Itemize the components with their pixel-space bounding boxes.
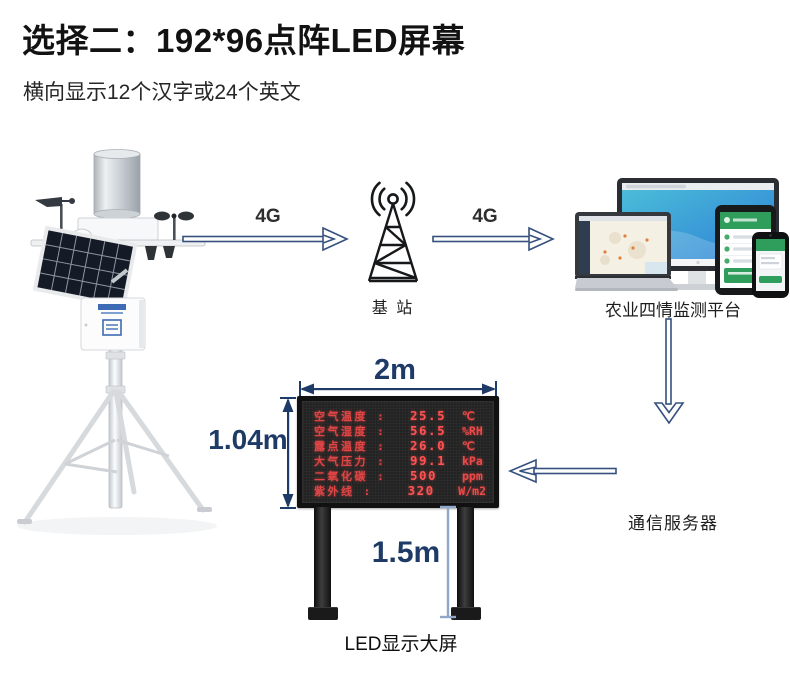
measure-line-icon	[440, 505, 456, 619]
arrow-4g-1-icon	[182, 226, 349, 252]
led-row-value: 26.0	[410, 438, 447, 453]
led-row: 大气压力 : 99.1 kPa	[314, 453, 486, 468]
platform-label: 农业四情监测平台	[605, 301, 741, 320]
led-row-value: 320	[407, 483, 435, 498]
led-row-unit: ppm	[462, 468, 483, 483]
led-row-label: 大气压力 :	[314, 454, 387, 468]
base-station-label: 基 站	[371, 300, 415, 317]
led-row: 空气温度 : 25.5 ℃	[314, 408, 486, 423]
led-row-unit: W/m2	[458, 483, 486, 498]
base-station-icon	[367, 181, 419, 283]
led-row-unit: ℃	[462, 408, 475, 423]
led-row-value: 99.1	[410, 453, 447, 468]
midlink-4g-label: 4G	[472, 206, 498, 227]
led-row-label: 空气温度 :	[314, 409, 387, 423]
dim-width-label: 2m	[374, 354, 416, 386]
led-row: 紫外线 : 320 W/m2	[314, 483, 486, 498]
weather-station-illustration	[17, 149, 217, 535]
led-row: 露点温度 : 26.0 ℃	[314, 438, 486, 453]
led-caption: LED显示大屏	[344, 634, 458, 655]
dim-pole-height-label: 1.5m	[371, 536, 441, 569]
dim-height-label: 1.04m	[208, 424, 288, 455]
led-pole-right	[457, 507, 474, 609]
server-label: 通信服务器	[628, 514, 718, 533]
led-row-unit: %RH	[462, 423, 483, 438]
led-row-value: 25.5	[410, 408, 447, 423]
led-pole-left	[314, 507, 331, 609]
led-row: 二氧化碳 : 500 ppm	[314, 468, 486, 483]
led-row-unit: kPa	[462, 453, 483, 468]
platform-devices-illustration	[575, 178, 789, 298]
led-screen: 空气温度 : 25.5 ℃ 空气湿度 : 56.5 %RH 露点温度 : 26.…	[297, 396, 499, 508]
page-subtitle: 横向显示12个汉字或24个英文	[23, 81, 301, 104]
page-title: 选择二：192*96点阵LED屏幕	[22, 22, 466, 59]
led-row-label: 紫外线 :	[314, 484, 373, 498]
led-row: 空气湿度 : 56.5 %RH	[314, 423, 486, 438]
led-row-label: 露点温度 :	[314, 439, 387, 453]
led-pole-base-left	[308, 607, 338, 620]
led-row-value: 56.5	[410, 423, 447, 438]
uplink-4g-label: 4G	[255, 206, 281, 227]
led-row-unit: ℃	[462, 438, 475, 453]
arrow-down-icon	[653, 318, 685, 425]
led-row-label: 二氧化碳 :	[314, 469, 387, 483]
led-row-value: 500	[410, 468, 438, 483]
dimension-arrow-vertical-icon	[280, 397, 296, 509]
arrow-left-icon	[507, 458, 617, 484]
led-rows: 空气温度 : 25.5 ℃ 空气湿度 : 56.5 %RH 露点温度 : 26.…	[302, 401, 494, 503]
led-pole-base-right	[451, 607, 481, 620]
dimension-arrow-horizontal-icon	[299, 381, 497, 397]
arrow-4g-2-icon	[432, 226, 555, 252]
led-row-label: 空气湿度 :	[314, 424, 387, 438]
